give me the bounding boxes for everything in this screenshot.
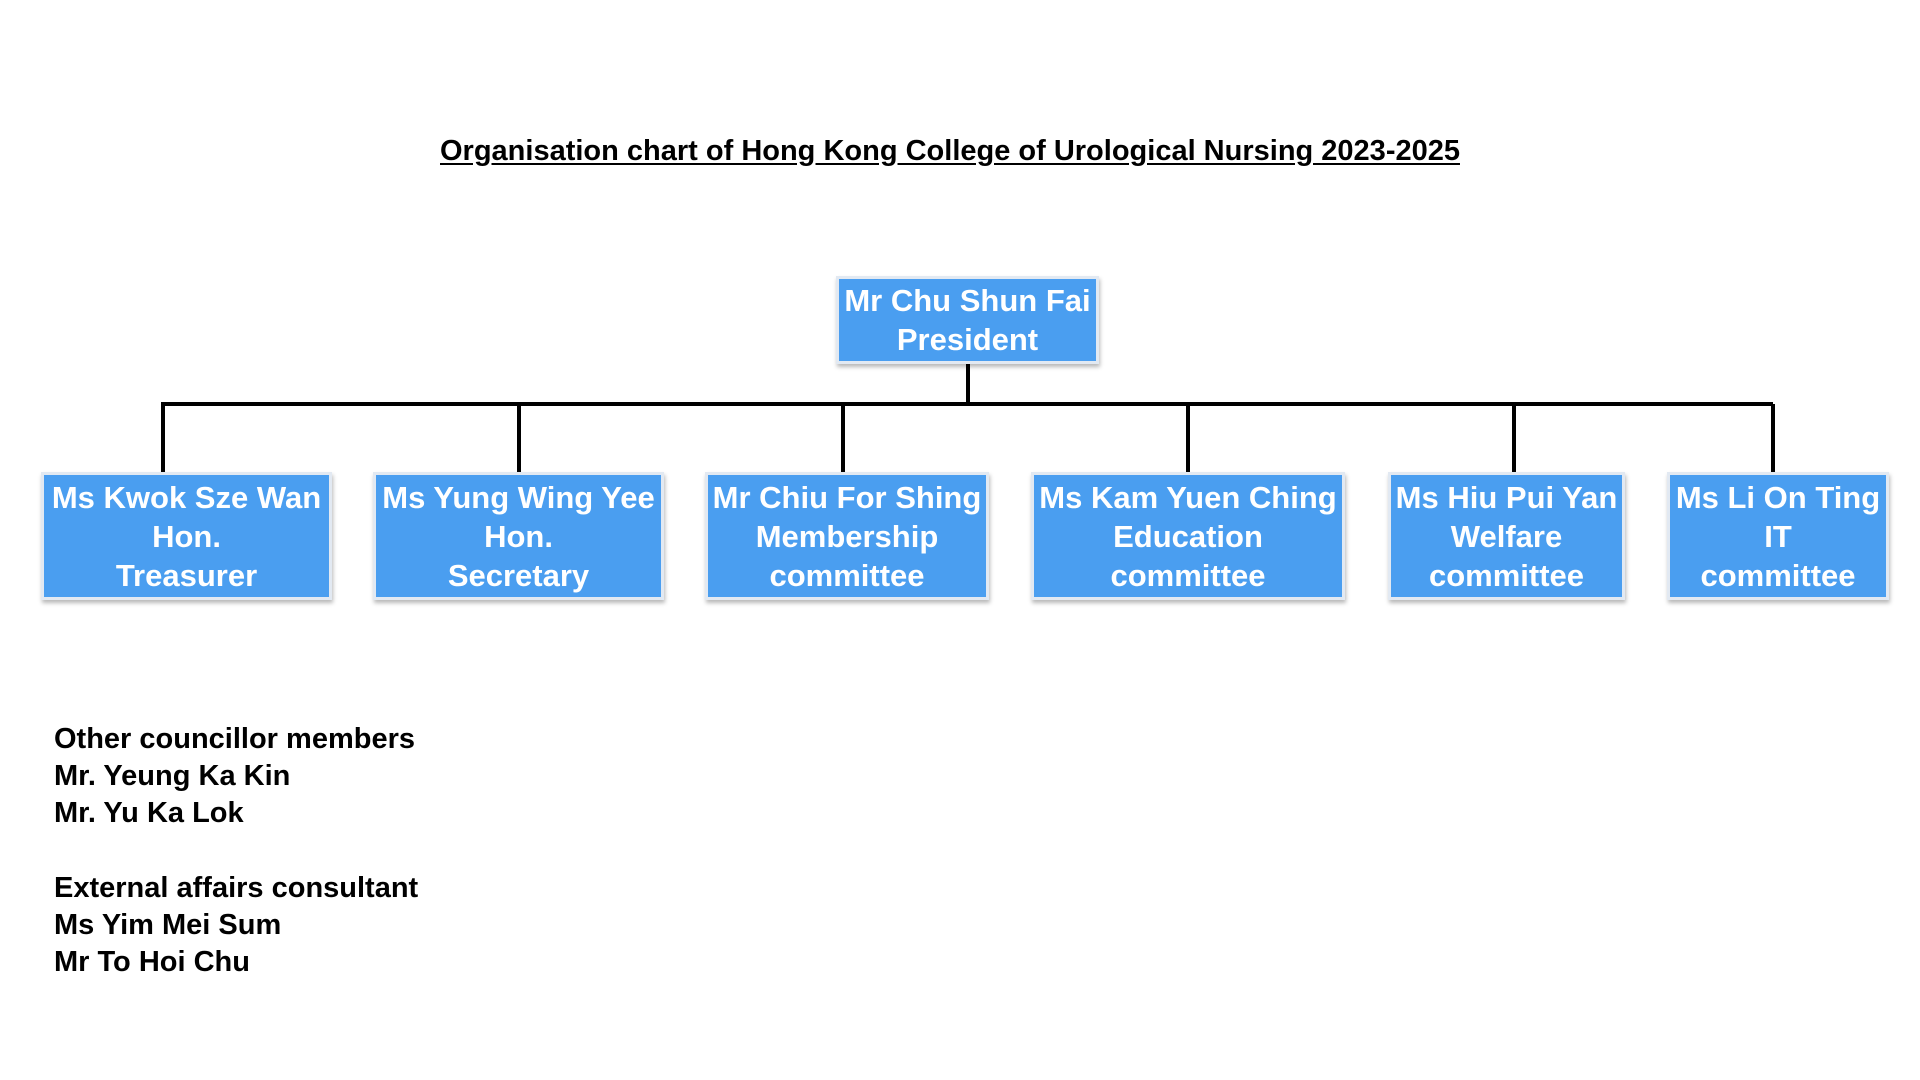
councillor-name: Mr. Yu Ka Lok xyxy=(54,797,244,829)
member-box-welfare: Ms Hiu Pui Yan Welfare committee xyxy=(1388,472,1625,600)
president-name: Mr Chu Shun Fai xyxy=(844,283,1091,318)
member-name: Ms Kam Yuen Ching xyxy=(1039,479,1337,515)
member-role: committee xyxy=(1428,557,1585,593)
member-role: Treasurer xyxy=(115,557,258,593)
member-name: Ms Hiu Pui Yan xyxy=(1395,479,1618,515)
member-box-membership: Mr Chiu For Shing Membership committee xyxy=(705,472,989,600)
other-councillors-heading: Other councillor members xyxy=(54,723,415,755)
member-name: Ms Yung Wing Yee xyxy=(382,479,655,515)
member-role: Membership xyxy=(755,518,939,554)
external-affairs-section: External affairs consultant Ms Yim Mei S… xyxy=(54,870,418,981)
member-name: Ms Li On Ting xyxy=(1675,479,1881,515)
member-role: committee xyxy=(769,557,925,593)
member-box-education: Ms Kam Yuen Ching Education committee xyxy=(1031,472,1345,600)
member-role: committee xyxy=(1700,557,1856,593)
other-councillors-section: Other councillor members Mr. Yeung Ka Ki… xyxy=(54,721,415,832)
member-role: committee xyxy=(1110,557,1266,593)
president-role: President xyxy=(896,322,1039,357)
member-role: Hon. xyxy=(152,518,221,554)
consultant-name: Ms Yim Mei Sum xyxy=(54,909,282,941)
member-role: IT xyxy=(1764,518,1792,554)
member-role: Education xyxy=(1113,518,1263,554)
member-role: Welfare xyxy=(1450,518,1563,554)
councillor-name: Mr. Yeung Ka Kin xyxy=(54,760,291,792)
member-box-it: Ms Li On Ting IT committee xyxy=(1667,472,1889,600)
member-role: Hon. xyxy=(484,518,553,554)
member-name: Ms Kwok Sze Wan xyxy=(51,479,322,515)
member-box-treasurer: Ms Kwok Sze Wan Hon. Treasurer xyxy=(41,472,332,600)
member-box-secretary: Ms Yung Wing Yee Hon. Secretary xyxy=(373,472,664,600)
president-box: Mr Chu Shun Fai President xyxy=(836,276,1099,364)
chart-title: Organisation chart of Hong Kong College … xyxy=(440,135,1460,167)
consultant-name: Mr To Hoi Chu xyxy=(54,946,250,978)
external-affairs-heading: External affairs consultant xyxy=(54,872,419,904)
member-name: Mr Chiu For Shing xyxy=(712,479,982,515)
member-role: Secretary xyxy=(447,557,590,593)
